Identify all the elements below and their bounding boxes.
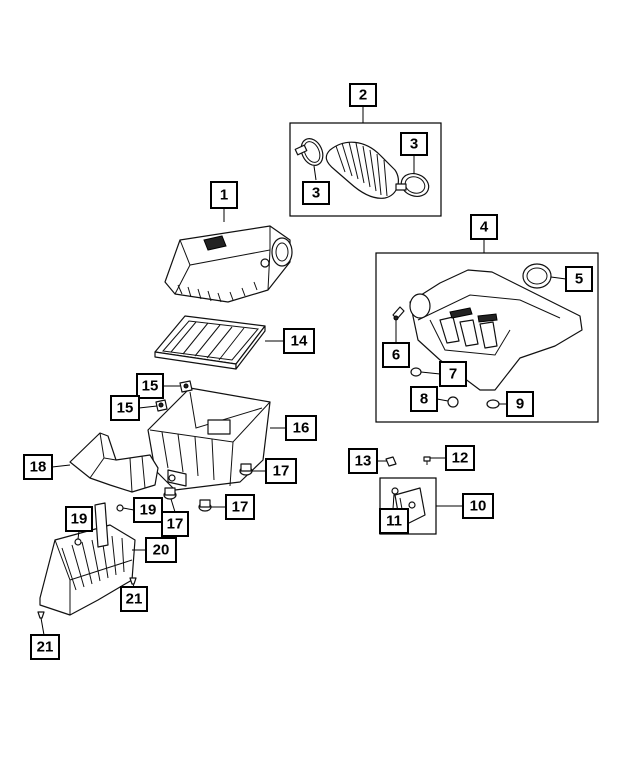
svg-text:8: 8 [420, 391, 428, 408]
callout-17-bottom: 17 [161, 511, 189, 537]
callout-15-upper: 15 [136, 373, 164, 399]
svg-text:21: 21 [37, 639, 54, 656]
callout-21-lower: 21 [30, 634, 60, 660]
svg-text:12: 12 [452, 450, 469, 467]
retainer-clip-lower [155, 399, 168, 412]
bracket-fastener [391, 487, 399, 495]
callout-5: 5 [565, 266, 593, 292]
bolt-13 [385, 456, 397, 467]
callout-20: 20 [145, 537, 177, 563]
svg-text:9: 9 [516, 396, 524, 413]
callout-14: 14 [283, 328, 315, 354]
svg-text:20: 20 [153, 542, 170, 559]
callout-7: 7 [439, 361, 467, 387]
svg-text:1: 1 [220, 187, 228, 204]
hose-group-frame [289, 122, 442, 217]
callout-19-left: 19 [65, 506, 93, 532]
svg-text:17: 17 [167, 516, 184, 533]
svg-text:15: 15 [142, 378, 159, 395]
svg-text:19: 19 [71, 511, 88, 528]
air-inlet-hose [325, 141, 399, 199]
svg-text:6: 6 [392, 347, 400, 364]
svg-text:19: 19 [140, 502, 157, 519]
temperature-sensor [392, 306, 405, 321]
seal-ring [522, 263, 552, 289]
svg-text:3: 3 [312, 185, 320, 202]
callout-3-left: 3 [302, 181, 330, 205]
callout-11: 11 [379, 508, 409, 534]
callout-4: 4 [470, 214, 498, 240]
callout-16: 16 [285, 415, 317, 441]
callout-1: 1 [210, 181, 238, 209]
svg-text:13: 13 [355, 453, 372, 470]
bolt-12 [423, 456, 431, 465]
grommet-7 [410, 367, 422, 377]
svg-text:17: 17 [232, 499, 249, 516]
svg-text:3: 3 [410, 136, 418, 153]
svg-text:7: 7 [449, 366, 457, 383]
svg-text:16: 16 [293, 420, 310, 437]
callout-15-lower: 15 [110, 395, 140, 421]
inlet-duct [69, 432, 159, 493]
svg-text:18: 18 [30, 459, 47, 476]
push-pin-fastener-19-left [74, 538, 82, 546]
lower-air-scoop [39, 502, 136, 616]
callout-6: 6 [382, 342, 410, 368]
svg-text:17: 17 [273, 463, 290, 480]
push-pin-fastener-21-lower [37, 611, 45, 619]
callout-21-right: 21 [120, 586, 148, 612]
svg-text:21: 21 [126, 591, 143, 608]
callout-10: 10 [462, 493, 494, 519]
svg-text:2: 2 [359, 87, 367, 104]
callout-17-front: 17 [225, 494, 255, 520]
grommet-right [239, 463, 253, 476]
air-cleaner-cover [164, 225, 293, 303]
air-filter-element [154, 315, 266, 370]
callout-8: 8 [410, 386, 438, 412]
callout-19-right: 19 [133, 497, 163, 523]
push-pin-fastener-21-right [129, 577, 137, 585]
callout-2: 2 [349, 83, 377, 107]
callout-3-right: 3 [400, 132, 428, 156]
svg-text:10: 10 [470, 498, 487, 515]
callout-9: 9 [506, 391, 534, 417]
svg-text:5: 5 [575, 271, 583, 288]
hose-clamp-right [395, 173, 430, 197]
svg-text:11: 11 [386, 513, 402, 530]
grommet-8 [447, 396, 459, 408]
retainer-clip-upper [179, 380, 193, 393]
svg-text:14: 14 [291, 333, 308, 350]
callout-18: 18 [23, 454, 53, 480]
grommet-front [198, 499, 212, 512]
svg-text:4: 4 [480, 219, 489, 236]
hose-clamp-left [294, 138, 324, 166]
engine-cover [409, 269, 583, 391]
callout-12: 12 [445, 445, 475, 471]
push-pin-fastener-19-right [116, 504, 124, 512]
grommet-9 [486, 399, 500, 409]
grommet-bottom [163, 487, 177, 500]
callout-13: 13 [348, 448, 378, 474]
svg-text:15: 15 [117, 400, 134, 417]
engine-cover-group-frame [375, 252, 599, 423]
air-cleaner-housing [147, 387, 271, 491]
callout-17-right: 17 [265, 458, 297, 484]
